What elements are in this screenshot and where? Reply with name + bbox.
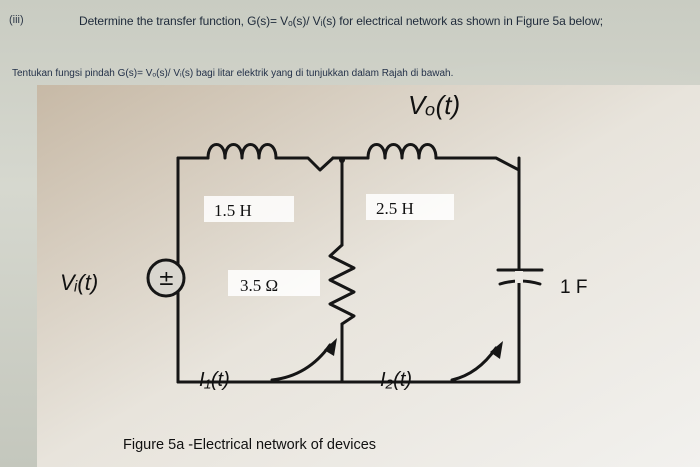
inductor-1-coil	[206, 143, 278, 160]
diagram-panel	[37, 85, 700, 467]
capacitor-label: 1 F	[560, 277, 587, 298]
resistor-label: 3.5 Ω	[240, 276, 278, 295]
source-symbol: ±	[158, 266, 175, 290]
wire-l1-right	[274, 156, 335, 172]
loop1-arrowhead	[324, 338, 337, 356]
resistor-zigzag	[328, 243, 356, 326]
output-voltage-label: Vₒ(t)	[408, 90, 460, 120]
input-voltage-label: Vᵢ(t)	[60, 270, 98, 295]
question-text: Determine the transfer function, G(s)= V…	[79, 14, 603, 28]
inductor-2-coil	[366, 143, 438, 160]
loop2-arrowhead	[490, 341, 503, 359]
question-number: (iii)	[9, 14, 24, 26]
voltage-source	[146, 258, 186, 298]
loop1-current-label: I₁(t)	[199, 369, 230, 391]
malay-question-text: Tentukan fungsi pindah G(s)= Vₒ(s)/ Vᵢ(s…	[12, 68, 454, 79]
inductor-1-label: 1.5 H	[214, 201, 252, 220]
inductor-2-label-box	[366, 194, 454, 220]
inductor-2-label: 2.5 H	[376, 199, 414, 218]
figure-caption: Figure 5a -Electrical network of devices	[123, 437, 377, 453]
resistor-label-box	[228, 270, 320, 296]
wire-l2-right	[434, 156, 521, 172]
question-line: (iii) Determine the transfer function, G…	[0, 12, 700, 36]
output-node	[339, 157, 345, 163]
loop2-current-label: I₂(t)	[380, 369, 412, 391]
inductor-1-label-box	[204, 196, 294, 222]
